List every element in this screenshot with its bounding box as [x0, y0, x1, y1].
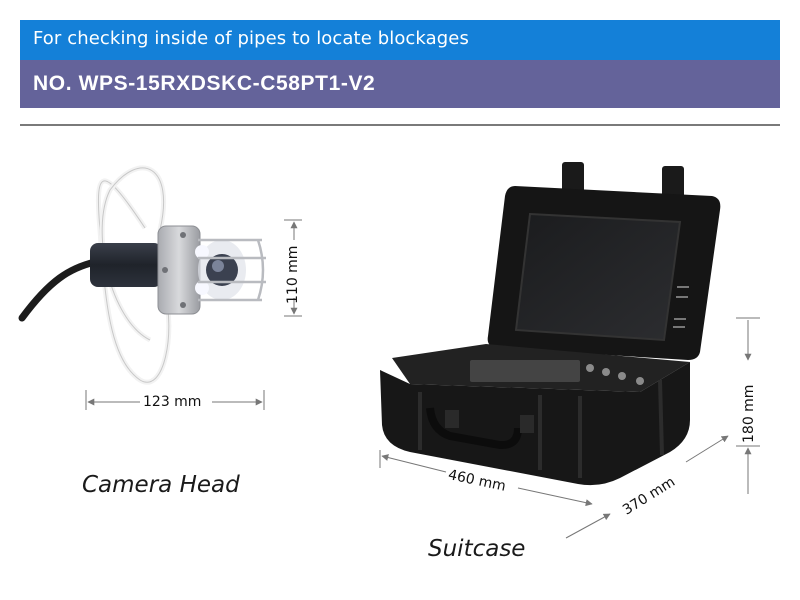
- suitcase-image: [380, 162, 721, 486]
- suitcase-length-dimension: [379, 450, 593, 507]
- camera-width-dimension: [85, 390, 265, 410]
- camera-head-image: [18, 165, 266, 385]
- camera-height-dimension: [284, 219, 302, 317]
- subtitle-text: For checking inside of pipes to locate b…: [33, 28, 469, 49]
- subtitle-banner: For checking inside of pipes to locate b…: [20, 20, 780, 60]
- suitcase-caption: Suitcase: [428, 536, 526, 562]
- suitcase-depth-dimension: [565, 435, 729, 539]
- suitcase-height-label: 180 mm: [741, 384, 757, 443]
- model-banner: NO. WPS-15RXDSKC-C58PT1-V2: [20, 60, 780, 108]
- suitcase-height-dimension: [736, 317, 760, 494]
- camera-width-label: 123 mm: [143, 394, 202, 410]
- header-divider: [20, 124, 780, 126]
- camera-head-caption: Camera Head: [82, 472, 240, 498]
- camera-height-label: 110 mm: [285, 245, 301, 304]
- model-number: NO. WPS-15RXDSKC-C58PT1-V2: [33, 72, 376, 95]
